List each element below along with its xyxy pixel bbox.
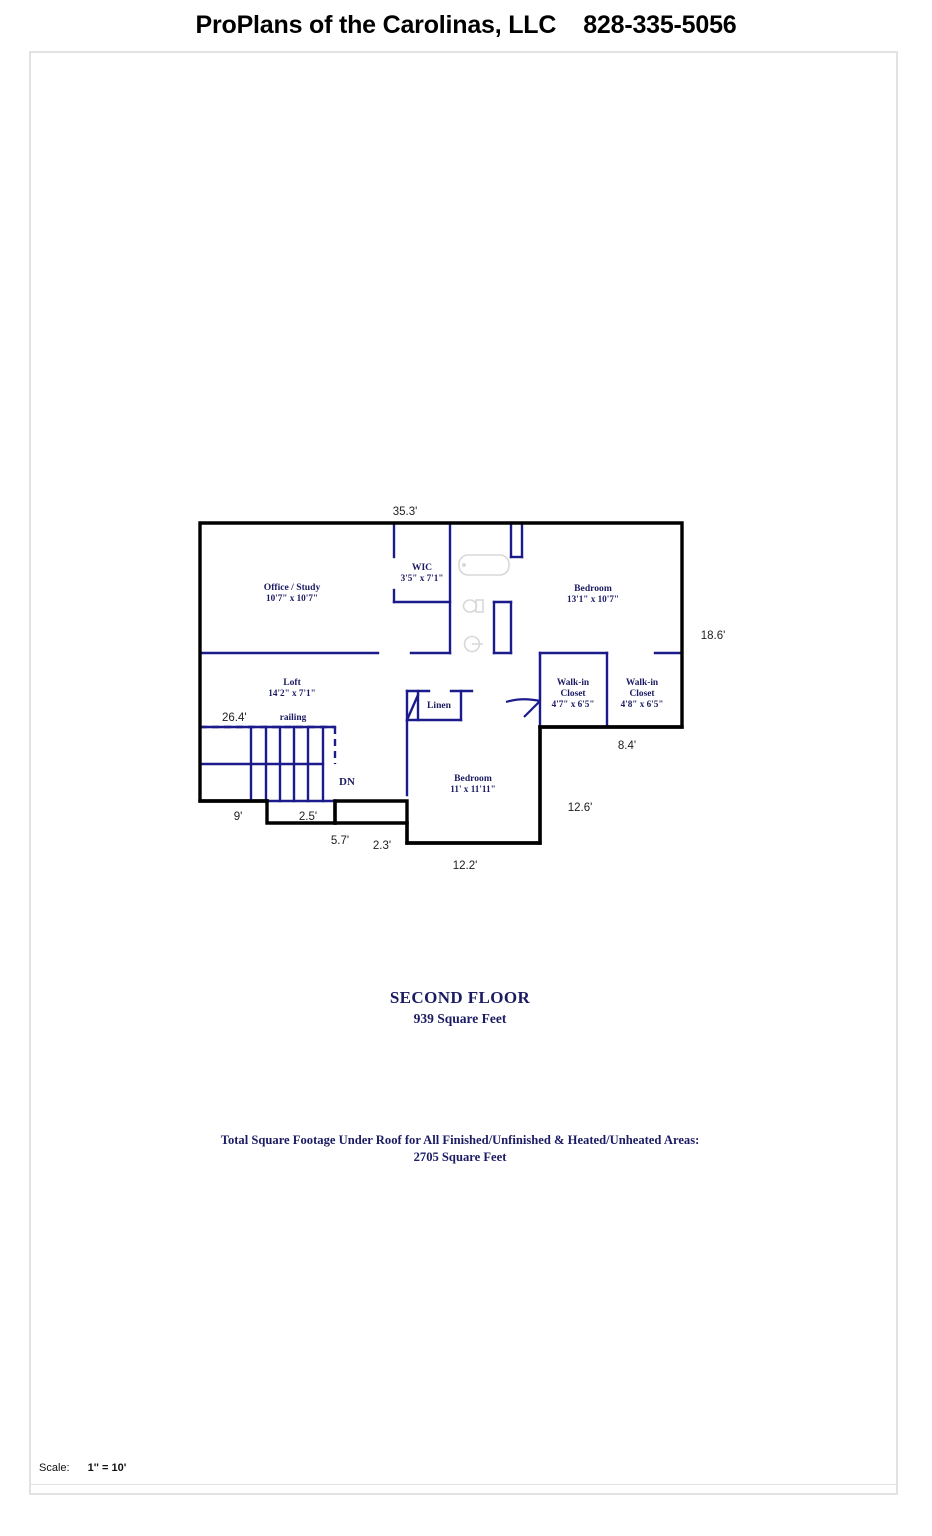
interior-walls bbox=[198, 521, 684, 803]
room-label-wic-name: WIC bbox=[412, 562, 432, 573]
bathtub-icon bbox=[458, 554, 510, 576]
dimension-bottom-e: 12.2' bbox=[453, 860, 478, 872]
sink-icon bbox=[463, 635, 483, 653]
room-label-bedroom-lower-dims: 11' x 11'11" bbox=[450, 784, 495, 794]
bathtub-drain-icon bbox=[461, 562, 466, 567]
floor-caption-title: SECOND FLOOR bbox=[389, 988, 531, 1007]
room-label-bedroom-upper-dims: 13'1" x 10'7" bbox=[567, 594, 619, 604]
annotation-railing: railing bbox=[280, 713, 307, 723]
room-label-wic1-line2: Closet bbox=[561, 689, 587, 699]
room-label-office-dims: 10'7" x 10'7" bbox=[266, 593, 318, 603]
room-label-loft-dims: 14'2" x 7'1" bbox=[268, 688, 315, 698]
floor-caption: SECOND FLOOR 939 Square Feet bbox=[160, 988, 760, 1027]
total-footage-line2: 2705 Square Feet bbox=[413, 1150, 507, 1164]
dimension-top: 35.3' bbox=[393, 506, 418, 518]
room-label-wic2-line1: Walk-in bbox=[626, 678, 659, 688]
dimension-right-closet: 8.4' bbox=[618, 740, 636, 752]
total-square-footage: Total Square Footage Under Roof for All … bbox=[110, 1133, 810, 1165]
room-label-wic1-dims: 4'7" x 6'5" bbox=[552, 699, 595, 709]
dimension-left-outer: 26.4' bbox=[222, 712, 247, 724]
dimension-right-upper: 18.6' bbox=[701, 630, 726, 642]
room-label-office-name: Office / Study bbox=[264, 582, 321, 593]
room-label-bedroom-lower-name: Bedroom bbox=[454, 773, 492, 784]
total-footage-line1: Total Square Footage Under Roof for All … bbox=[220, 1133, 700, 1147]
room-label-wic1-line1: Walk-in bbox=[557, 678, 590, 688]
exterior-walls-step bbox=[198, 725, 684, 845]
page-frame bbox=[29, 51, 898, 1495]
footer-divider bbox=[29, 1484, 898, 1485]
plan-annotations: railing DN bbox=[280, 713, 355, 788]
dimension-bottom-a: 9' bbox=[234, 811, 243, 823]
scale-footer: Scale: 1'' = 10' bbox=[39, 1462, 539, 1474]
room-label-bedroom-upper-name: Bedroom bbox=[574, 583, 612, 594]
floor-plan-drawing: Office / Study 10'7" x 10'7" WIC 3'5" x … bbox=[195, 505, 755, 945]
room-labels: Office / Study 10'7" x 10'7" WIC 3'5" x … bbox=[264, 562, 664, 794]
dimension-bottom-c: 5.7' bbox=[331, 835, 349, 847]
dimension-right-lower: 12.6' bbox=[568, 802, 593, 814]
page-header: ProPlans of the Carolinas, LLC 828-335-5… bbox=[0, 0, 932, 50]
company-title: ProPlans of the Carolinas, LLC 828-335-5… bbox=[195, 10, 737, 39]
room-label-loft-name: Loft bbox=[283, 677, 301, 688]
bathroom-fixtures bbox=[458, 554, 510, 653]
dimension-labels: 35.3' 18.6' 8.4' 12.6' 26.4' 9' 2.5' 5.7… bbox=[234, 506, 726, 872]
scale-value: 1'' = 10' bbox=[87, 1462, 127, 1474]
toilet-icon bbox=[462, 599, 484, 613]
room-label-linen: Linen bbox=[427, 700, 452, 711]
closet-door-swing bbox=[505, 653, 542, 718]
scale-label: Scale: bbox=[39, 1462, 70, 1474]
railing-line bbox=[200, 725, 337, 764]
room-label-wic-dims: 3'5" x 7'1" bbox=[401, 573, 444, 583]
floor-caption-area: 939 Square Feet bbox=[413, 1011, 507, 1026]
exterior-walls bbox=[198, 521, 684, 845]
room-label-wic2-line2: Closet bbox=[630, 689, 656, 699]
room-label-wic2-dims: 4'8" x 6'5" bbox=[621, 699, 664, 709]
dimension-bottom-b: 2.5' bbox=[299, 811, 317, 823]
annotation-stairs-down: DN bbox=[339, 776, 355, 788]
dimension-bottom-d: 2.3' bbox=[373, 840, 391, 852]
